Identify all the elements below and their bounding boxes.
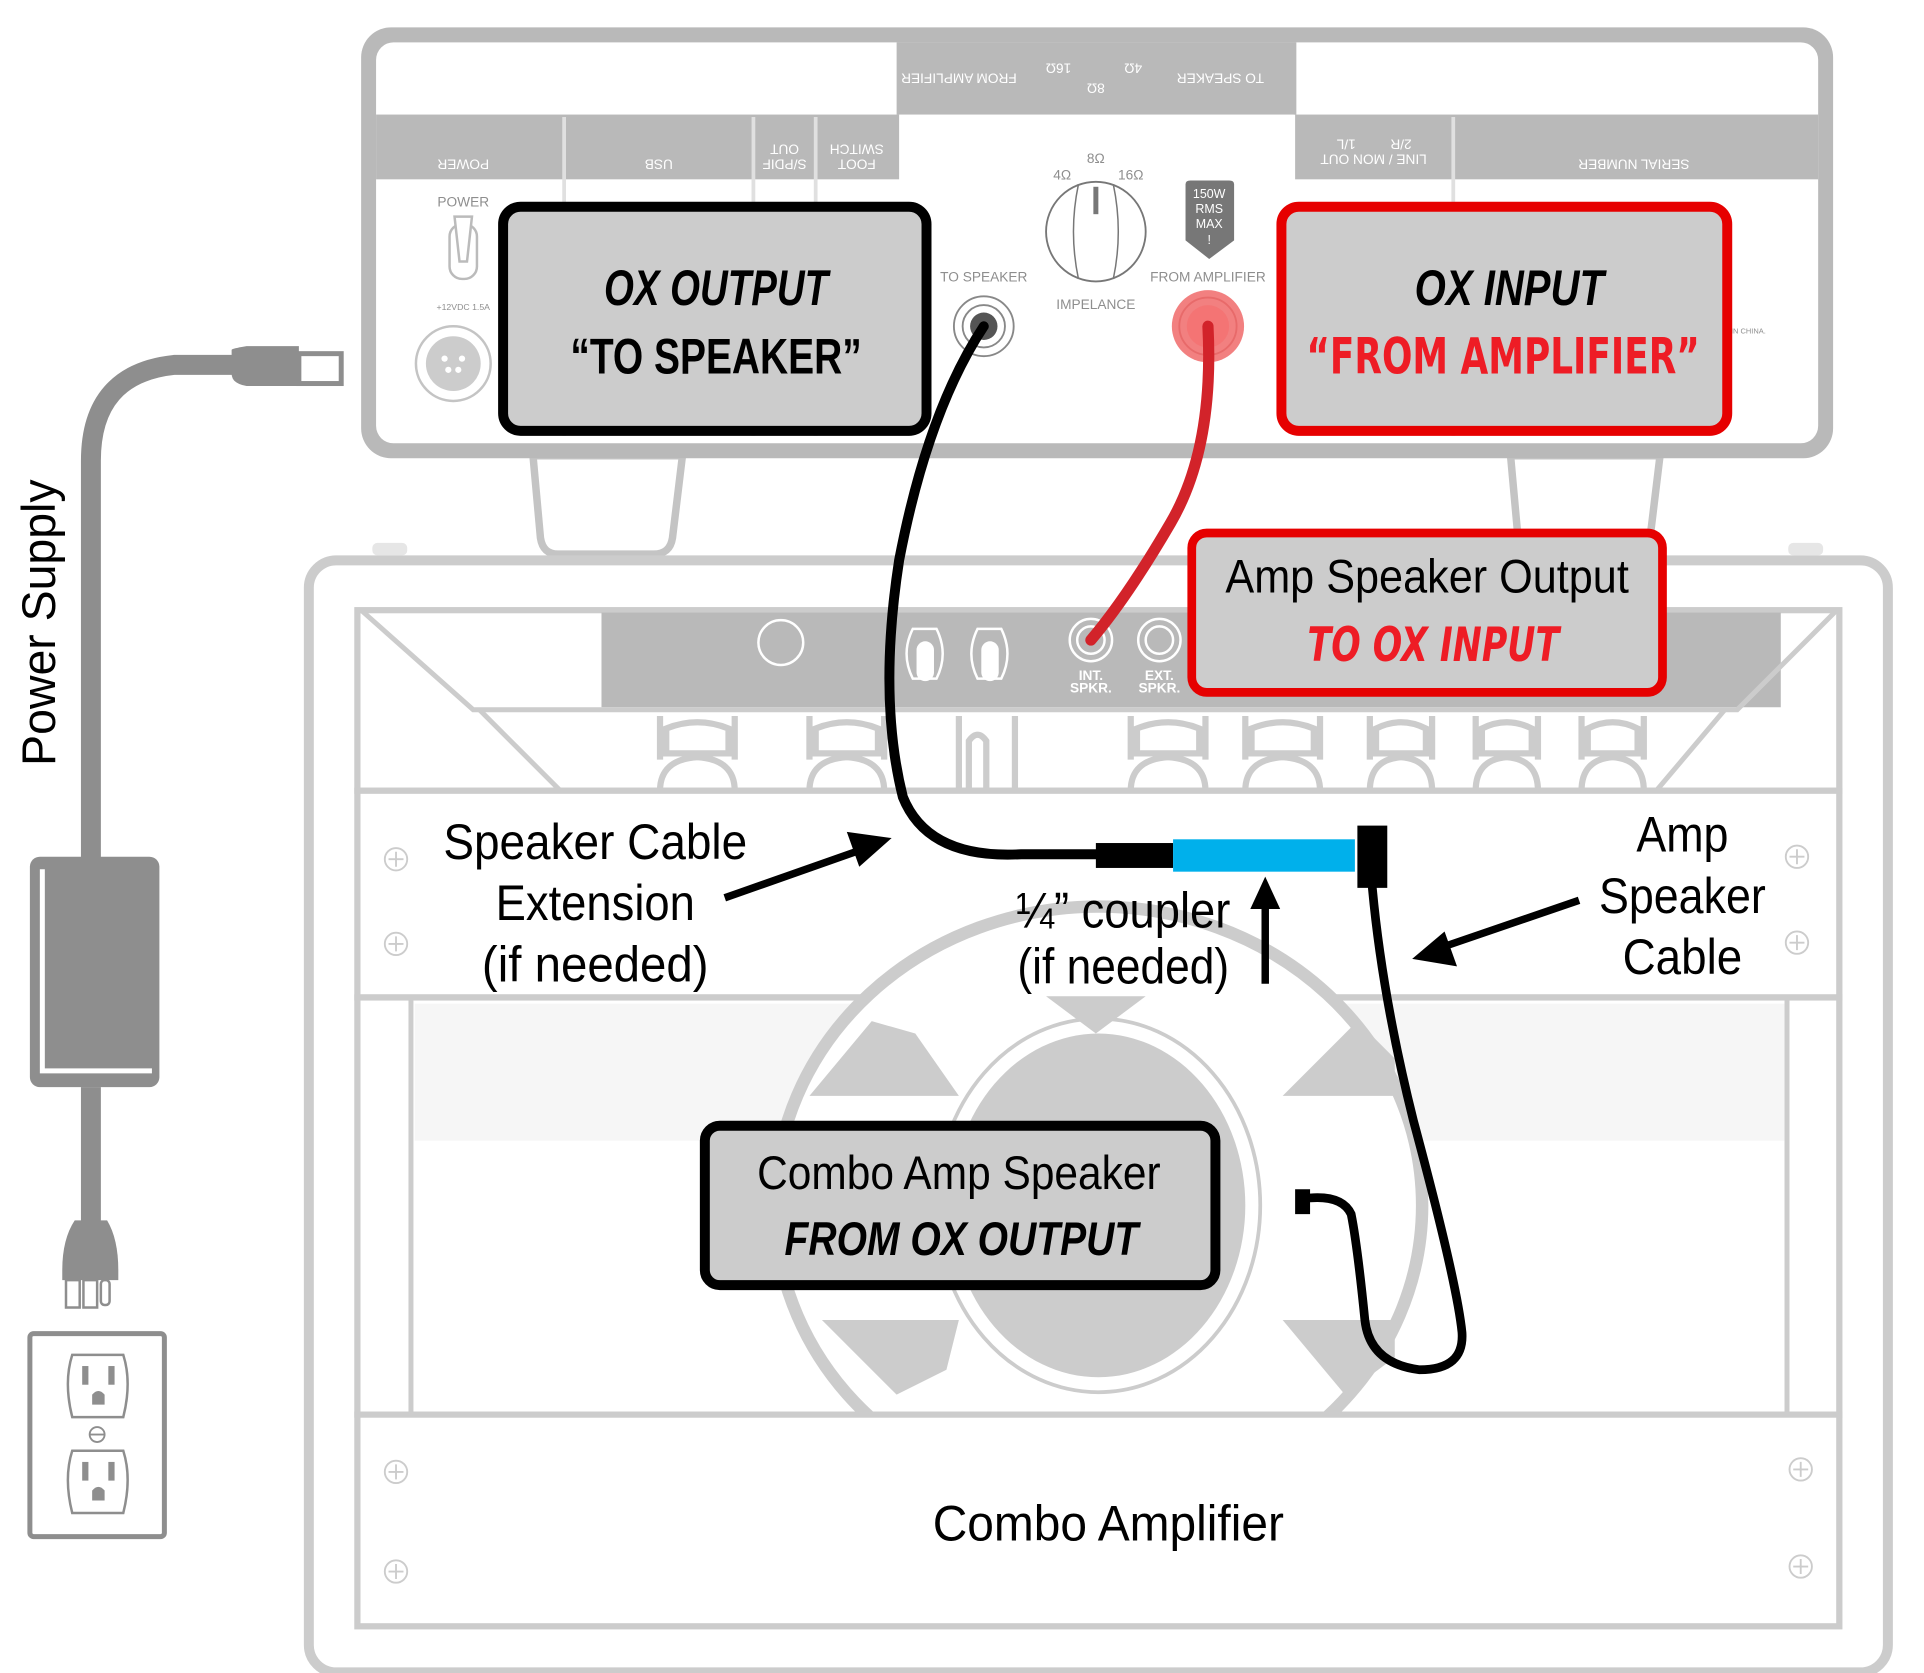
svg-text:MADE IN CHINA.: MADE IN CHINA. (1707, 327, 1766, 336)
svg-text:OUT: OUT (769, 141, 799, 156)
pilot-light-icon (757, 618, 805, 667)
svg-text:Extension: Extension (496, 875, 695, 931)
toggle-switch-1[interactable] (905, 627, 944, 682)
svg-text:OX INPUT: OX INPUT (1415, 260, 1607, 316)
arrow-icon (723, 831, 892, 902)
annotation-extension: Speaker Cable Extension (if needed) (443, 814, 892, 992)
svg-text:150W: 150W (1193, 187, 1226, 201)
svg-text:SPKR.: SPKR. (1070, 680, 1112, 695)
svg-text:TO SPEAKER: TO SPEAKER (940, 269, 1027, 284)
arrow-icon (1412, 896, 1581, 967)
wall-plug-icon (62, 1220, 119, 1309)
svg-text:Speaker Cable: Speaker Cable (443, 814, 747, 870)
svg-text:SPKR.: SPKR. (1138, 680, 1180, 695)
svg-text:4Ω: 4Ω (1124, 61, 1142, 76)
red-cable (1085, 320, 1215, 646)
impedance-knob[interactable] (1045, 180, 1147, 283)
power-switch-icon (448, 215, 479, 281)
svg-text:16Ω: 16Ω (1046, 61, 1071, 76)
svg-text:¼” coupler: ¼” coupler (1016, 883, 1230, 939)
power-supply: Power Supply (13, 346, 344, 1540)
ox-foot-left (528, 452, 687, 558)
svg-text:TO SPEAKER: TO SPEAKER (1177, 70, 1264, 85)
callout-ox-output: OX OUTPUT “TO SPEAKER” (498, 201, 932, 436)
svg-text:FROM AMPLIFIER: FROM AMPLIFIER (1150, 269, 1266, 284)
svg-text:Speaker: Speaker (1599, 868, 1766, 924)
svg-text:FROM OX OUTPUT: FROM OX OUTPUT (785, 1213, 1142, 1266)
ox-power-label: POWER (437, 195, 489, 210)
svg-text:MAX: MAX (1196, 217, 1224, 231)
amp-cable-plug (1357, 825, 1388, 888)
svg-text:4Ω: 4Ω (1053, 167, 1071, 182)
svg-text:!: ! (1207, 233, 1210, 247)
power-brick-icon (29, 856, 160, 1088)
svg-text:FROM AMPLIFIER: FROM AMPLIFIER (901, 70, 1017, 85)
svg-text:1/L: 1/L (1336, 136, 1355, 151)
callout-combo-speaker: Combo Amp Speaker FROM OX OUTPUT (699, 1120, 1221, 1291)
callout-ox-input: OX INPUT “FROM AMPLIFIER” (1276, 201, 1733, 436)
svg-text:RMS: RMS (1195, 202, 1223, 216)
cables (884, 320, 1467, 1375)
svg-text:FOOT: FOOT (837, 156, 876, 171)
coupler-icon[interactable] (1173, 839, 1355, 872)
svg-text:SWITCH: SWITCH (830, 141, 884, 156)
cabinet-screws (383, 844, 1813, 1584)
svg-text:“TO SPEAKER”: “TO SPEAKER” (570, 329, 861, 385)
dc-input-jack-icon (414, 325, 492, 403)
amp-speaker-cable (1305, 883, 1467, 1375)
svg-text:(if needed): (if needed) (1017, 939, 1229, 995)
svg-text:USB: USB (645, 156, 673, 171)
svg-text:Combo Amp Speaker: Combo Amp Speaker (757, 1147, 1160, 1200)
svg-text:2/R: 2/R (1390, 136, 1411, 151)
svg-text:8Ω: 8Ω (1087, 80, 1105, 95)
svg-text:+12VDC 1.5A: +12VDC 1.5A (437, 302, 491, 312)
svg-text:S/PDIF: S/PDIF (762, 156, 806, 171)
mains-cable (80, 1087, 101, 1225)
svg-text:POWER: POWER (437, 156, 489, 171)
svg-text:INT.: INT. (1079, 668, 1103, 683)
svg-text:“FROM AMPLIFIER”: “FROM AMPLIFIER” (1306, 328, 1700, 386)
extension-plug (1095, 843, 1174, 868)
int-speaker-jack[interactable] (1068, 617, 1114, 663)
arrow-up-icon (1250, 876, 1281, 984)
wall-outlet-icon (27, 1331, 167, 1540)
svg-text:Amp: Amp (1636, 807, 1728, 863)
svg-text:16Ω: 16Ω (1118, 167, 1143, 182)
svg-text:8Ω: 8Ω (1087, 151, 1105, 166)
dc-plug-icon (231, 346, 344, 387)
ox-header-labels: POWER USB S/PDIF OUT FOOT SWITCH LINE / … (437, 136, 1689, 171)
toggle-switch-2[interactable] (970, 627, 1009, 682)
svg-text:IMPELANCE: IMPELANCE (1056, 297, 1135, 312)
svg-text:LINE / MON OUT: LINE / MON OUT (1320, 151, 1427, 166)
ext-speaker-jack[interactable] (1136, 617, 1182, 663)
power-supply-cable (80, 354, 237, 860)
speaker-extension-cable (884, 321, 1104, 860)
ox-top-strip: TO SPEAKER FROM AMPLIFIER 4Ω 8Ω 16Ω (901, 61, 1264, 96)
svg-text:TO OX INPUT: TO OX INPUT (1308, 618, 1562, 673)
amp-tubes (656, 716, 1647, 791)
svg-text:Cable: Cable (1623, 929, 1743, 985)
svg-text:SERIAL NUMBER: SERIAL NUMBER (1578, 156, 1689, 171)
svg-text:(if needed): (if needed) (482, 936, 709, 992)
warning-badge-icon: 150W RMS MAX ! (1185, 180, 1235, 260)
power-supply-label: Power Supply (13, 479, 66, 766)
annotation-amp-cable: Amp Speaker Cable (1412, 807, 1766, 985)
annotation-coupler: ¼” coupler (if needed) (1016, 876, 1281, 995)
svg-text:Amp Speaker Output: Amp Speaker Output (1225, 551, 1628, 604)
combo-amp: INT. SPKR. EXT. SPKR. (303, 542, 1893, 1673)
callout-amp-output: Amp Speaker Output TO OX INPUT (1187, 528, 1667, 697)
svg-text:EXT.: EXT. (1145, 668, 1174, 683)
svg-text:OX OUTPUT: OX OUTPUT (604, 260, 831, 316)
combo-amplifier-label: Combo Amplifier (933, 1495, 1284, 1551)
